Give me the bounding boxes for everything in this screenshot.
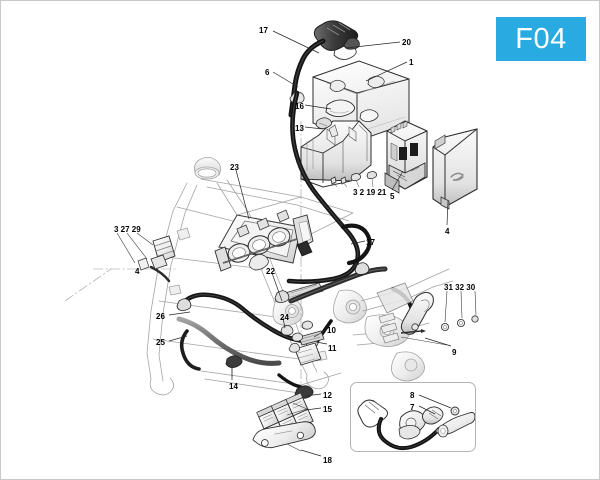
leader-17 (350, 240, 366, 245)
leader-6 (272, 71, 299, 88)
inset-solenoid-body (398, 410, 426, 440)
callout-16: 16 (295, 102, 304, 111)
leader-24 (282, 317, 286, 329)
inset-ring-terminal (357, 399, 388, 428)
leader-13 (304, 126, 324, 130)
callout-5: 5 (390, 192, 395, 201)
leader-11 (315, 341, 328, 345)
leader-25 (168, 335, 188, 342)
callout-8: 8 (410, 391, 415, 400)
leader-23 (235, 169, 250, 220)
detail-inset-cable-assembly (350, 382, 476, 452)
ecu-module-5 (384, 120, 428, 194)
callout-12: 12 (323, 391, 332, 400)
callout-23: 23 (230, 163, 239, 172)
leader-15 (305, 407, 322, 411)
callout-9: 9 (452, 348, 457, 357)
leader-10 (313, 329, 327, 338)
leader-18 (300, 449, 322, 457)
callout-10: 10 (327, 326, 336, 335)
purge-valve-assembly (116, 232, 176, 271)
callout-4: 4 (135, 267, 140, 276)
throttle-body-assembly (214, 209, 324, 302)
leader-20 (345, 41, 401, 49)
callout-6: 6 (265, 68, 270, 77)
callout-22: 22 (266, 267, 275, 276)
plate-code-badge: F04 (496, 17, 586, 61)
callout-20: 20 (402, 38, 411, 47)
callout-17: 17 (259, 26, 268, 35)
leader-17 (272, 30, 320, 54)
leader-9 (424, 337, 452, 347)
callout-25: 25 (156, 338, 165, 347)
callout-3-2-19-21: 3 2 19 21 (353, 188, 387, 197)
inset-plug-cap (435, 412, 475, 438)
inset-nut-8 (450, 406, 460, 416)
callout-7: 7 (410, 403, 415, 412)
ecu-module-4 (432, 128, 478, 210)
callout-3-27-29: 3 27 29 (114, 225, 141, 234)
connector-block-10-11 (288, 330, 325, 366)
plate-code-text: F04 (515, 22, 567, 55)
leader-5 (391, 170, 404, 191)
callout-18: 18 (323, 456, 332, 465)
callout-11: 11 (328, 344, 337, 353)
callout-15: 15 (323, 405, 332, 414)
battery-tray (300, 99, 379, 188)
leader-12 (304, 393, 322, 397)
leader-22 (271, 272, 283, 302)
callout-31-32-30: 31 32 30 (444, 283, 476, 292)
inset-drawing (357, 394, 475, 451)
leader-1 (365, 61, 408, 82)
small-fasteners-24 (280, 320, 313, 342)
callout-1: 1 (409, 58, 414, 67)
callout-24: 24 (280, 313, 289, 322)
grommet-14 (225, 355, 243, 377)
callout-26: 26 (156, 312, 165, 321)
rear-bracket-assembly (376, 282, 479, 346)
leader-16 (304, 104, 332, 110)
leader-26 (168, 311, 191, 316)
callout-14: 14 (229, 382, 238, 391)
leader-4 (446, 200, 449, 226)
fuse-relay-assembly (252, 385, 316, 452)
callout-13: 13 (295, 124, 304, 133)
inset-terminal-7 (422, 406, 444, 425)
callout-17: 17 (366, 238, 375, 247)
callout-4: 4 (445, 227, 450, 236)
